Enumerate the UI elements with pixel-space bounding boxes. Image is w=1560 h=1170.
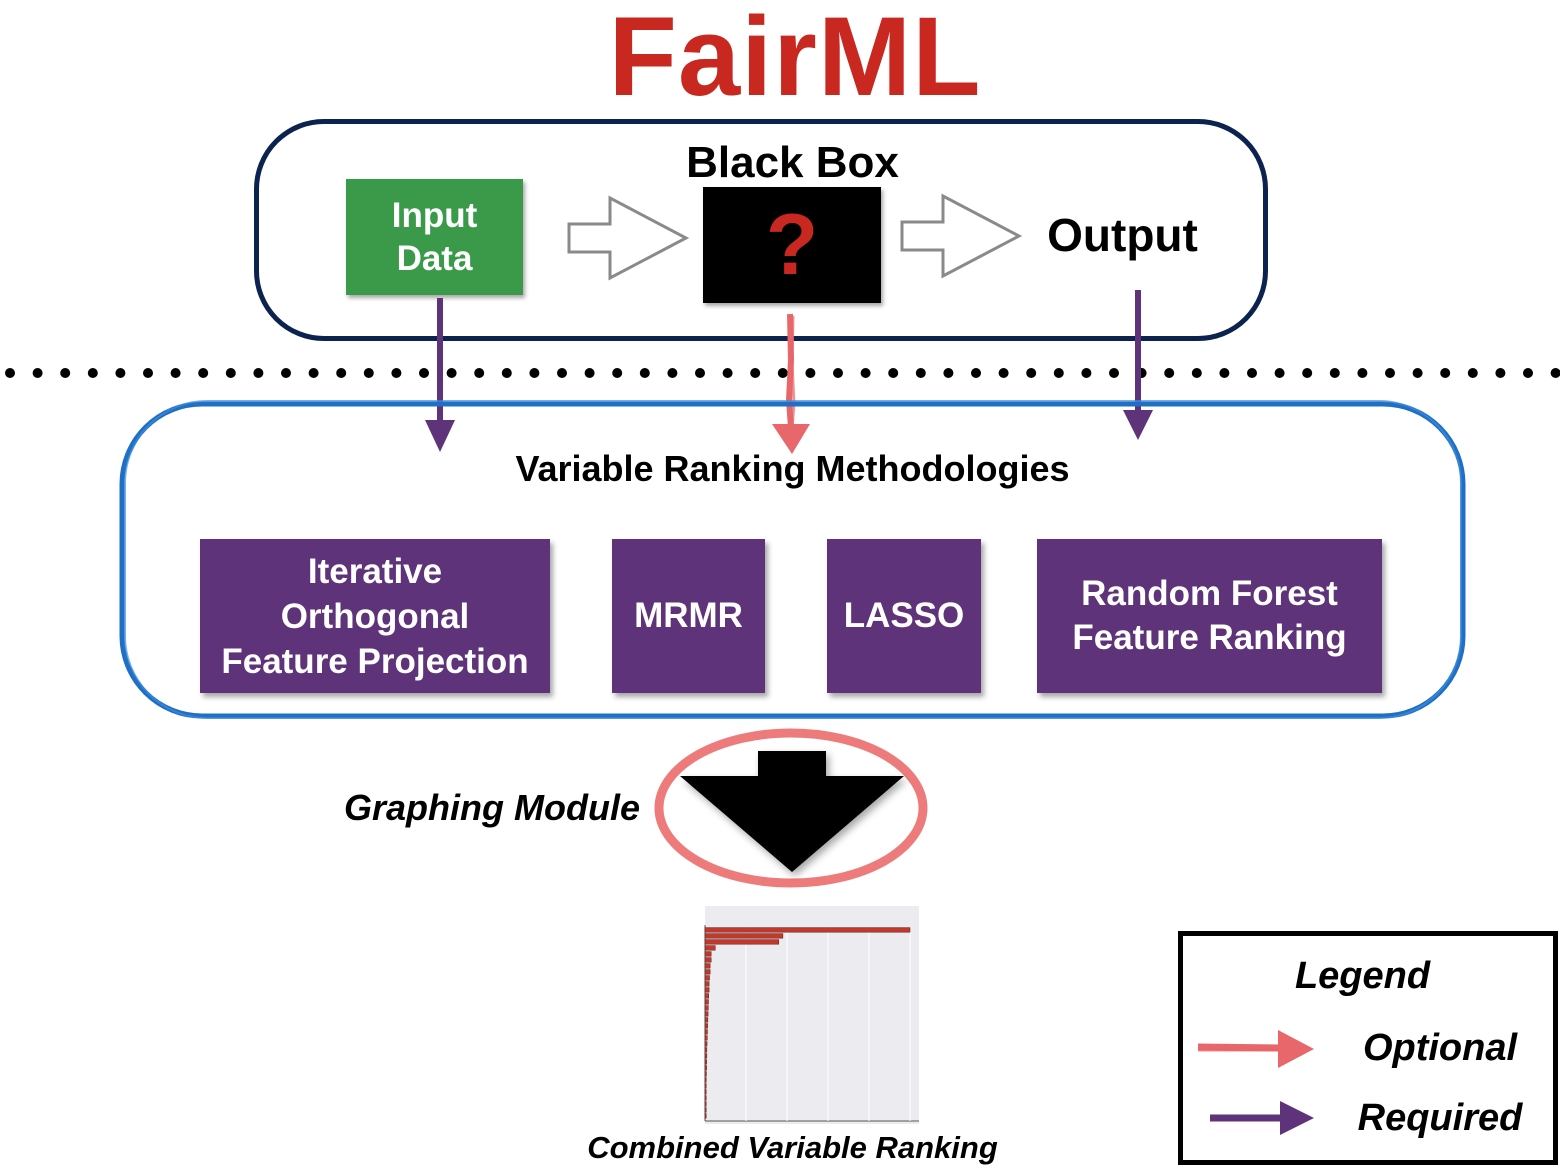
method-label: Random Forest Feature Ranking bbox=[1072, 574, 1347, 657]
chart-bar bbox=[704, 939, 780, 945]
input-data-box: Input Data bbox=[346, 179, 523, 295]
chart-bar bbox=[704, 1035, 708, 1041]
chart-bar bbox=[704, 1011, 709, 1017]
chart-bar bbox=[704, 1071, 707, 1077]
chart-bar bbox=[704, 1053, 708, 1059]
chart-bar bbox=[704, 957, 712, 963]
method-label: LASSO bbox=[843, 596, 965, 635]
chart-bar bbox=[704, 1059, 707, 1065]
chart-bar bbox=[704, 927, 911, 933]
flow-arrow-icon bbox=[900, 193, 1023, 279]
ranking-title: Variable Ranking Methodologies bbox=[515, 448, 1070, 489]
required-arrow-icon bbox=[1123, 290, 1153, 440]
combined-ranking-label: Combined Variable Ranking bbox=[587, 1130, 998, 1165]
chart-bar bbox=[704, 1029, 708, 1035]
chart-bar bbox=[704, 933, 784, 939]
chart-bar bbox=[704, 993, 709, 999]
black-box-label: Black Box bbox=[686, 138, 899, 187]
chart-bar bbox=[704, 1023, 708, 1029]
legend-optional-arrow-icon bbox=[1197, 1030, 1314, 1068]
chart-bar bbox=[704, 999, 709, 1005]
legend-required-arrow-icon bbox=[1210, 1101, 1314, 1135]
question-mark-icon: ? bbox=[765, 196, 819, 293]
input-data-label: Input Data bbox=[391, 196, 478, 278]
method-random-forest: Random Forest Feature Ranking bbox=[1037, 539, 1382, 693]
method-lasso: LASSO bbox=[827, 539, 981, 693]
chart-bar bbox=[704, 1083, 707, 1089]
chart-bar bbox=[704, 1113, 707, 1119]
chart-bar bbox=[704, 981, 710, 987]
chart-bar bbox=[704, 1077, 707, 1083]
chart-bar bbox=[704, 1005, 709, 1011]
method-label: Iterative Orthogonal Feature Projection bbox=[221, 551, 529, 681]
black-box-container bbox=[254, 119, 1268, 341]
method-mrmr: MRMR bbox=[612, 539, 765, 693]
chart-plot-area bbox=[705, 906, 919, 1124]
combined-ranking-chart bbox=[704, 906, 919, 1124]
output-label: Output bbox=[1047, 209, 1198, 261]
legend-title: Legend bbox=[1294, 955, 1431, 997]
chart-bar bbox=[704, 1101, 707, 1107]
graphing-module-label: Graphing Module bbox=[344, 787, 640, 828]
chart-bar bbox=[704, 1065, 707, 1071]
ranking-container-sketch bbox=[124, 400, 1462, 719]
method-iofp: Iterative Orthogonal Feature Projection bbox=[200, 539, 550, 693]
method-label: MRMR bbox=[634, 596, 743, 635]
black-box-model: ? bbox=[703, 187, 881, 303]
chart-bar bbox=[704, 1047, 708, 1053]
chart-bar bbox=[704, 1041, 708, 1047]
page-title: FairML bbox=[608, 0, 982, 119]
legend-box bbox=[1178, 931, 1558, 1165]
chart-bar bbox=[704, 963, 711, 969]
graphing-module-highlight bbox=[654, 728, 928, 888]
optional-arrow-icon bbox=[772, 313, 810, 454]
down-arrow-icon bbox=[680, 751, 904, 872]
ranking-container bbox=[119, 401, 1466, 719]
legend-required-label: Required bbox=[1357, 1097, 1523, 1139]
chart-bar bbox=[704, 1095, 707, 1101]
chart-bar bbox=[704, 987, 710, 993]
legend-optional-label: Optional bbox=[1362, 1027, 1518, 1069]
chart-bar bbox=[704, 1107, 707, 1113]
chart-bar bbox=[704, 945, 716, 951]
chart-bar bbox=[704, 1089, 707, 1095]
chart-bar bbox=[704, 969, 711, 975]
chart-bar bbox=[704, 975, 710, 981]
chart-bar bbox=[704, 1017, 709, 1023]
chart-bar bbox=[704, 951, 712, 957]
flow-arrow-icon bbox=[567, 195, 690, 281]
